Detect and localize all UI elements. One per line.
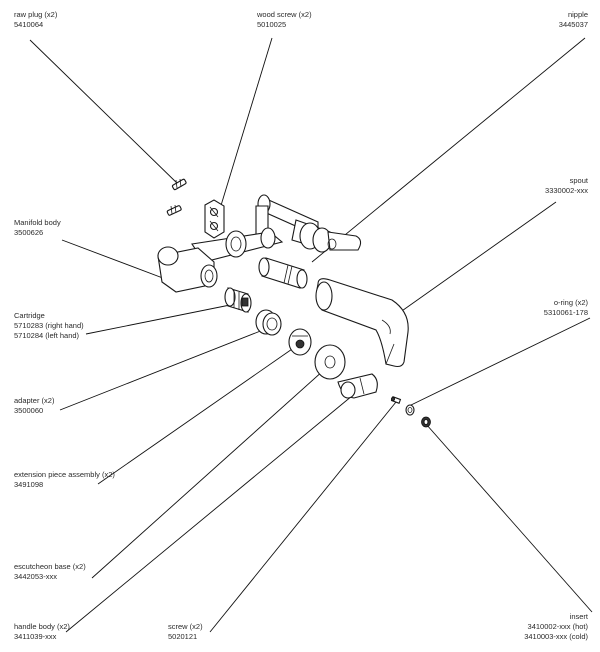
label-code: 5310061-178 xyxy=(543,308,588,317)
label-code: 3491098 xyxy=(14,480,44,489)
label-code: 3411039-xxx xyxy=(14,632,57,641)
cartridge-part xyxy=(224,287,252,313)
label-escutcheon-base: escutcheon base (x2) 3442053-xxx xyxy=(14,562,86,582)
screw-part xyxy=(390,396,402,404)
leader-screw xyxy=(209,401,397,633)
label-code-2: 3410003-xxx (cold) xyxy=(524,632,588,641)
label-code: 3445037 xyxy=(558,20,588,29)
leader-o-ring xyxy=(408,317,591,407)
leader-lines xyxy=(29,37,593,633)
extension-piece-part xyxy=(288,328,312,356)
leader-cartridge xyxy=(85,304,231,335)
insert-part xyxy=(421,416,431,428)
handle-body-part xyxy=(337,373,378,399)
label-name: adapter (x2) xyxy=(14,396,55,405)
label-name: handle body (x2) xyxy=(14,622,70,631)
nipple-handle-part xyxy=(312,227,362,253)
leader-extension-piece xyxy=(97,346,296,485)
label-screw: screw (x2) 5020121 xyxy=(168,622,203,642)
label-code: 5710283 (right hand) xyxy=(14,321,84,330)
label-insert: insert 3410002-xxx (hot) 3410003-xxx (co… xyxy=(524,612,588,642)
spout-part xyxy=(315,278,409,368)
label-name: escutcheon base (x2) xyxy=(14,562,86,571)
label-adapter: adapter (x2) 3500060 xyxy=(14,396,54,416)
raw-plug-part xyxy=(166,178,187,216)
leader-spout xyxy=(381,201,557,326)
manifold-body-part xyxy=(157,194,331,293)
label-name: Manifold body xyxy=(14,218,61,227)
label-raw-plug: raw plug (x2) 5410064 xyxy=(14,10,57,30)
adapter-part xyxy=(255,309,282,336)
nipple-part xyxy=(258,257,308,289)
label-code: 3442053-xxx xyxy=(14,572,57,581)
label-code: 5020121 xyxy=(168,632,198,641)
label-extension-piece: extension piece assembly (x2) 3491098 xyxy=(14,470,115,490)
label-spout: spout 3330002-xxx xyxy=(545,176,588,196)
label-name: extension piece assembly (x2) xyxy=(14,470,115,479)
wood-screw-part xyxy=(204,199,225,239)
label-code: 3410002-xxx (hot) xyxy=(527,622,588,631)
label-code: 5010025 xyxy=(257,20,287,29)
label-name: spout xyxy=(569,176,588,185)
label-o-ring: o-ring (x2) 5310061-178 xyxy=(544,298,588,318)
leader-nipple xyxy=(311,37,586,263)
escutcheon-base-part xyxy=(314,344,346,380)
o-ring-part xyxy=(405,404,415,416)
leader-insert xyxy=(425,423,593,613)
label-code: 3500060 xyxy=(14,406,44,415)
label-name: o-ring (x2) xyxy=(553,298,588,307)
label-nipple: nipple 3445037 xyxy=(559,10,588,30)
leader-escutcheon-base xyxy=(91,369,325,579)
label-name: raw plug (x2) xyxy=(14,10,58,19)
label-name: Cartridge xyxy=(14,311,45,320)
leader-handle-body xyxy=(65,390,359,633)
label-name: screw (x2) xyxy=(168,622,203,631)
label-code: 3500626 xyxy=(14,228,44,237)
label-name: nipple xyxy=(567,10,588,19)
label-code: 5410064 xyxy=(14,20,44,29)
leader-adapter xyxy=(59,329,264,411)
leader-manifold-body xyxy=(61,239,177,284)
leader-wood-screw xyxy=(218,37,273,213)
label-name: insert xyxy=(569,612,588,621)
label-manifold-body: Manifold body 3500626 xyxy=(14,218,61,238)
label-wood-screw: wood screw (x2) 5010025 xyxy=(257,10,312,30)
label-handle-body: handle body (x2) 3411039-xxx xyxy=(14,622,70,642)
label-code-2: 5710284 (left hand) xyxy=(14,331,80,340)
label-name: wood screw (x2) xyxy=(257,10,312,19)
label-cartridge: Cartridge 5710283 (right hand) 5710284 (… xyxy=(14,311,84,341)
leader-raw-plug xyxy=(29,39,181,187)
label-code: 3330002-xxx xyxy=(545,186,588,195)
